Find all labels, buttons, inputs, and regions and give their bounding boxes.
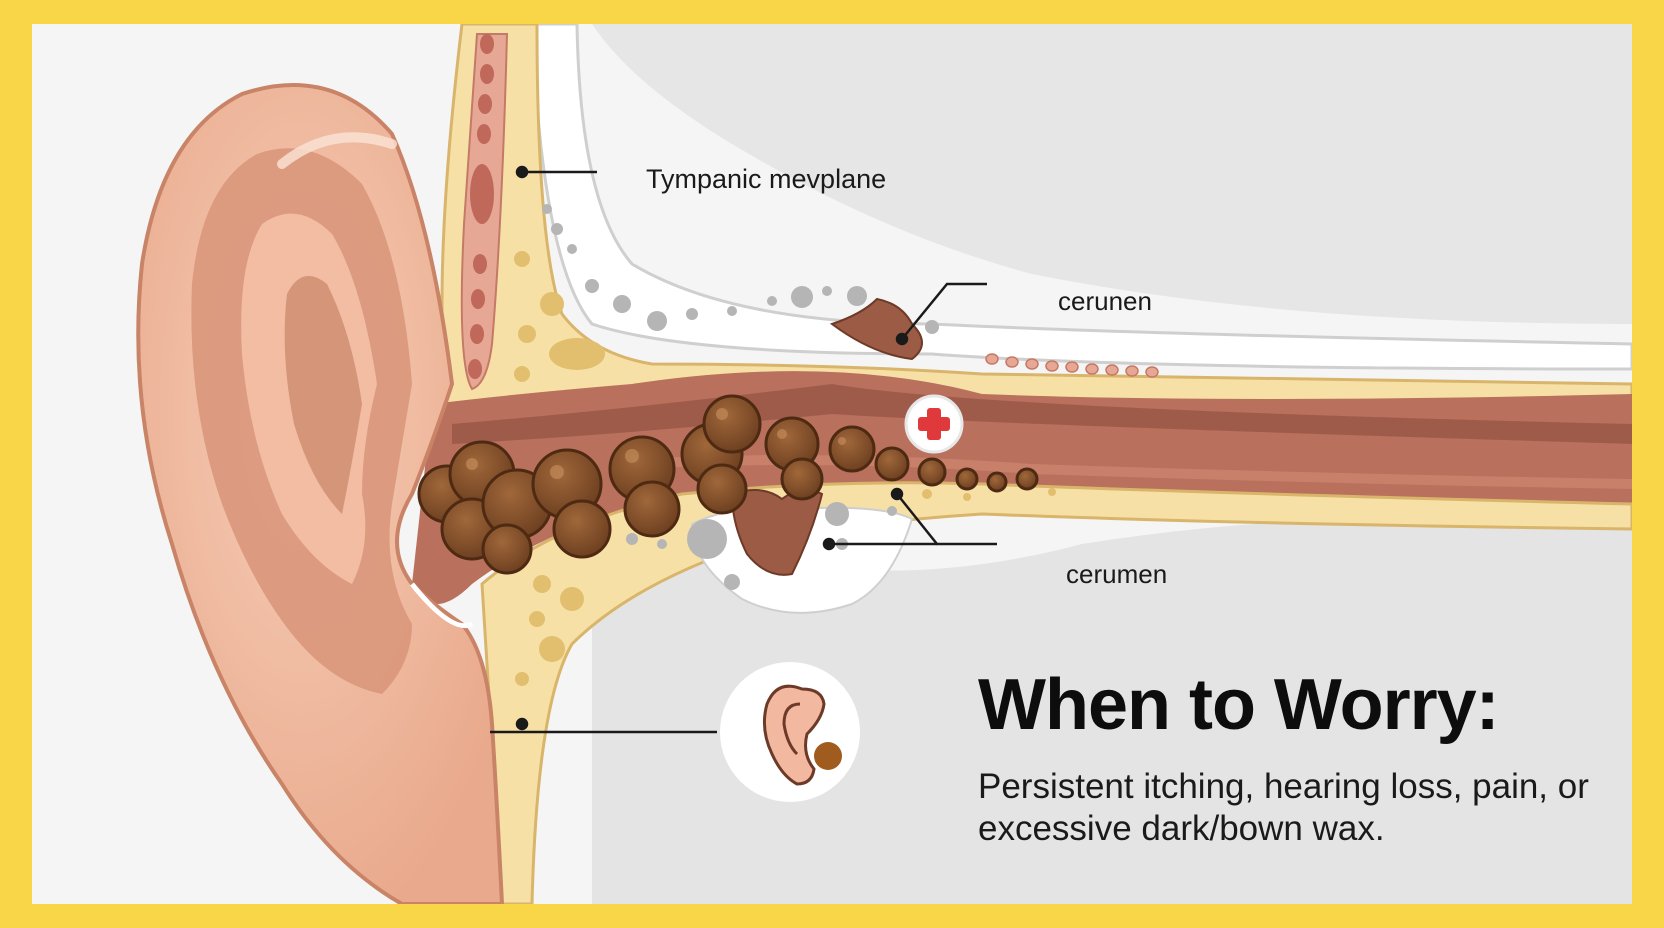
lower-gland xyxy=(730,489,824,576)
tissue-dots-upper xyxy=(542,204,939,334)
label-cerumen-lower: cerumen xyxy=(1066,559,1168,589)
label-cerumen-upper: cerunen xyxy=(1058,286,1152,316)
pinna-concha xyxy=(284,276,362,514)
cartilage-dots-upper xyxy=(514,251,605,382)
callout-body: Persistent itching, hearing loss, pain, … xyxy=(978,767,1589,848)
earwax-highlights xyxy=(466,408,846,479)
pinna-rim xyxy=(410,582,474,629)
vessel-cells xyxy=(468,34,494,379)
upper-tissue-region xyxy=(552,24,1632,324)
diagram-frame: Tympanic mevplane cerunen cerumen When t… xyxy=(32,24,1632,904)
label-tympanic-membrane: Tympanic mevplane xyxy=(646,164,887,194)
leader-lines xyxy=(490,165,997,734)
lower-tissue-region xyxy=(592,517,1632,904)
ear-anatomy-illustration xyxy=(32,24,1632,904)
upper-membrane xyxy=(530,24,1632,371)
tissue-dots-lower xyxy=(626,502,897,590)
callout-title: When to Worry: xyxy=(978,665,1500,745)
vessel-dots-right xyxy=(985,353,1159,378)
pinna-highlight xyxy=(277,132,397,169)
ear-icon xyxy=(720,662,860,802)
earwax-mass xyxy=(417,394,1039,575)
medical-cross-icon xyxy=(904,394,964,454)
cartilage-dots-lower xyxy=(515,488,1056,686)
